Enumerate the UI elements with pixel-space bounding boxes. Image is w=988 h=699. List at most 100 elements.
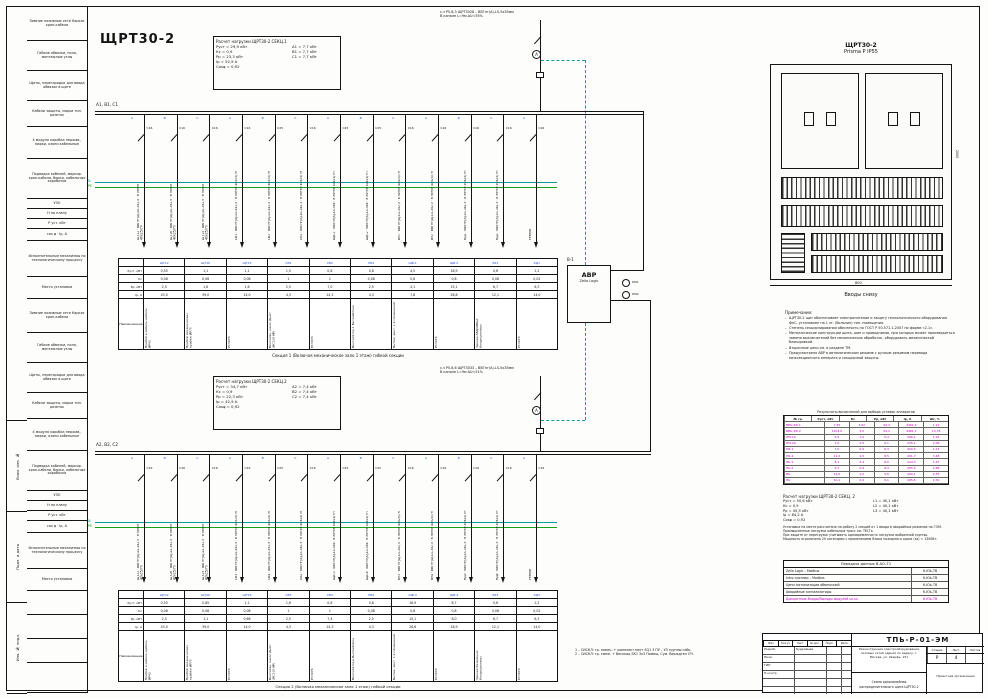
load-value: 7,8 <box>392 291 432 299</box>
breaker-rating-label: С16 <box>506 466 512 470</box>
neutral-label: N <box>88 179 91 183</box>
feeder-column: С С16 ЩТ25 · ВВГнг(А)-LS-3х2,5 · в лотке… <box>195 454 223 590</box>
power-cell: 2,08 <box>923 441 948 446</box>
load-value: 39,0 <box>185 623 225 631</box>
feeder-column: А С16 ВУ2 · ВВГнг(А)-LS-3х2,5 · в лотке … <box>424 114 452 255</box>
phase-letter: С <box>490 456 492 460</box>
cable-label: СВ2 · ВВГнг(А)-LS-5х2,5 · в лотке 40х25/… <box>268 170 282 240</box>
margin-stamp-box: Р уст. кВт <box>27 219 87 229</box>
load-value: 2,5 <box>268 615 308 623</box>
pe-label: PE <box>88 524 92 528</box>
load-value: 43,0 <box>144 623 184 631</box>
load-value: 1 <box>268 275 308 283</box>
cable-label: ЩВ-3 · ВВГнг(А)-LS-5х4 · в лотке 40х25/7… <box>333 510 347 580</box>
feeder-column: А С16 ЩТ12 · ВВГнг(А)-LS-3х2,5 · в лотке… <box>130 114 158 255</box>
power-cell: 1,0 <box>849 472 874 477</box>
load-description: Вытяж. вент. 1,2 помещений <box>392 631 432 681</box>
load-value: 4,1 <box>392 283 432 291</box>
calc-phase-values: А1 = 7,7 кВтВ1 = 7,7 кВтС1 = 7,7 кВт <box>292 45 338 70</box>
power-table-row: НЬ 10,1 0,9 9,1 465,6 2,30 <box>784 478 948 484</box>
load-arrow-icon <box>305 577 309 583</box>
feeder-column: С С16 ВУ3 · ВВГнг(А)-LS-3х2,5 · в лотке … <box>391 454 419 590</box>
notes-list: ЩРТ30-2 щит обеспечивает электропитание … <box>785 316 955 360</box>
breaker-rating-label: С25 <box>342 126 348 130</box>
panel-door-left <box>781 73 859 169</box>
margin-stamp-box: Исполнительные механизмы по технологичес… <box>27 241 87 277</box>
legend-code: К-ЮЬ-ТВ <box>911 568 948 574</box>
breaker-rating-label: С16 <box>212 126 218 130</box>
feeder-column: А С16 СВ1 · ВВГнг(А)-LS-5х2,5 · в лотке … <box>228 114 256 255</box>
breaker-rating-label: С16 <box>179 466 185 470</box>
power-cell: 9,7 <box>824 466 849 471</box>
power-cell: 7,0 <box>824 447 849 452</box>
breaker-rating-label: С16 <box>538 466 544 470</box>
tie-line <box>611 270 644 271</box>
load-value: 1 <box>310 275 350 283</box>
legend-code: К-ЮЬ-ТВ <box>911 575 948 581</box>
feeder-column: А С25 ЩВ-3 · ВВГнг(А)-LS-5х4 · в лотке 4… <box>326 454 354 590</box>
power-cell: 11,0 <box>824 453 849 458</box>
margin-stamp-box: cos φ · Iр, А <box>27 229 87 241</box>
table-cell: Подп. <box>822 640 837 646</box>
dimension-width: 800 <box>855 281 862 285</box>
load-description: РС3076 <box>434 631 474 681</box>
load-description: РС3076 <box>310 631 350 681</box>
ammeter-icon: А <box>532 50 541 59</box>
table-cell: Рр, кВт <box>866 416 893 421</box>
load-description: РС3076 <box>227 299 267 349</box>
breaker-rating-label: С25 <box>375 466 381 470</box>
frame-rotated-label: Подп. и дата <box>7 512 27 603</box>
feeder-column: С С16 ПВ2 · ВВГнг(А)-LS-3х2,5 · в лотке … <box>293 454 321 590</box>
role-signature-cell <box>827 687 842 694</box>
feeder-column: С С16 ЩТ15 · ВВГнг(А)-LS-3х2,5 · в лотке… <box>195 114 223 255</box>
load-description: Прибой механических крабёж ИР75 <box>185 299 225 349</box>
legend-name: Цепи сигнализации обвязочной <box>784 582 911 588</box>
text-line: Cosφ = 0,92 <box>216 65 292 70</box>
titleblock-role-row: Н.контр. <box>763 671 851 679</box>
incoming-route: В канале L=9м ΔU=51% <box>440 370 610 374</box>
power-cell: 4461,2 <box>898 422 923 427</box>
contactor-km2-icon <box>622 291 630 299</box>
phase-letter: А <box>523 116 525 120</box>
phase-letter: А <box>327 456 329 460</box>
load-value: 14,0 <box>227 623 267 631</box>
control-wire <box>585 60 586 265</box>
margin-stamp-box: УЗО <box>27 491 87 501</box>
load-description: Прибой механических крабёж ИР75 <box>185 631 225 681</box>
legend-row: Аварийные сигнализаторы К-ЮЬ-ТВ <box>784 589 948 596</box>
breaker-rating-label: С16 <box>408 126 414 130</box>
cable-label: ПВ1 · ВВГнг(А)-LS-3х2,5 · в лотке 40х25/… <box>300 170 314 240</box>
role-label: Н.контр. <box>763 671 795 678</box>
breaker-rating-label: С16 <box>147 126 153 130</box>
door-window <box>888 112 898 126</box>
margin-stamp-box: Место установки <box>27 277 87 299</box>
margin-stamp-box: Зимние поливные сети Каркас кран-кабели <box>27 299 87 333</box>
load-table-section2: Руст, кВт Кс Рр, кВт Iр, А Наименование … <box>118 590 558 682</box>
power-cell-group: ЛМ-2Ь <box>784 441 824 446</box>
load-value: 39,0 <box>185 291 225 299</box>
power-cell: 10,1 <box>824 478 849 483</box>
power-cell: 3,0 <box>849 428 874 433</box>
breaker-rating-label: С16 <box>473 466 479 470</box>
stage-values: Р4 <box>927 654 984 664</box>
load-table-column: ЩТ25 1,1 0,08 0,66 14,0 РС3076 <box>226 591 267 681</box>
load-value: 15,1 <box>434 283 474 291</box>
table-cell: ΔU, % <box>921 416 948 421</box>
cable-label: ЩТ25 · ВВГнг(А)-LS-3х2,5 · в лотке 40х25… <box>202 510 216 580</box>
table-cell <box>965 654 984 663</box>
load-column-tag: ЩТ25 <box>227 591 267 599</box>
phase-letter: С <box>294 456 296 460</box>
margin-stamp-box: Подводка кабелей, маркир. кран-кабели, б… <box>27 451 87 491</box>
contactor-km1-icon <box>622 279 630 287</box>
organization-name: Проектная организация <box>927 664 984 678</box>
breaker-rating-label: С25 <box>342 466 348 470</box>
load-calc-box-2: Расчет нагрузки ЩРТ30-2 СЕКЦ.2 Руст = 34… <box>213 376 341 430</box>
power-cell: 450,5 <box>898 447 923 452</box>
footnotes: 1 – СИСКЛ: гр. помеч. + комплект мест SQ… <box>575 648 760 657</box>
load-column-tag: СВ1 <box>268 259 308 267</box>
text-line: С2 = 7,4 кВт <box>292 395 338 400</box>
margin-stamp-box: Щиты, перегородки для ввода обвязок в щи… <box>27 363 87 393</box>
incoming-route: В канале L=9м ΔU=55% <box>440 14 610 18</box>
margin-stamp-box <box>27 663 87 693</box>
load-value: 1 <box>268 607 308 615</box>
